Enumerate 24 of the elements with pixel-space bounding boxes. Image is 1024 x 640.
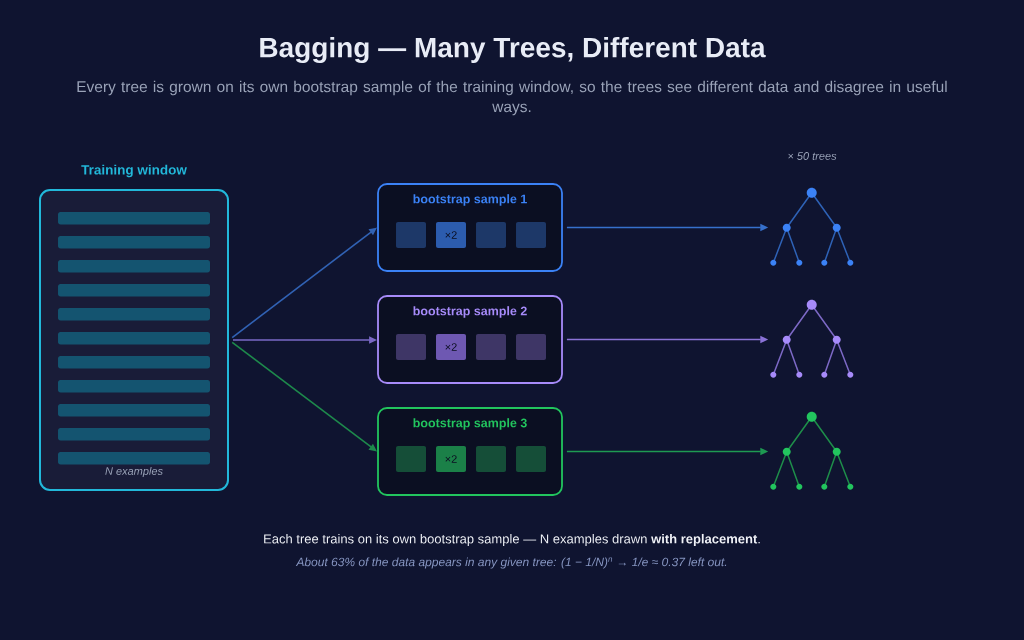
- sample-square: [476, 334, 506, 360]
- arrow: [231, 227, 377, 339]
- group-note: × 50 trees: [788, 152, 837, 160]
- tree-drawing: [770, 299, 854, 378]
- sample-square: [396, 334, 426, 360]
- box-caption: N examples: [105, 466, 163, 478]
- footnote: Each tree trains on its own bootstrap sample — N examples drawn with replacement.: [264, 533, 760, 547]
- tree-drawing: [770, 411, 854, 490]
- arrow: [231, 341, 377, 452]
- subtitle: Every tree is grown on its own bootstrap sample of the training window, so the trees see different data and disagree in useful ways.: [77, 80, 947, 116]
- tree-drawing: [770, 187, 854, 266]
- sample-square: [396, 222, 426, 248]
- sample-square: [476, 222, 506, 248]
- sample-square: ×2: [436, 334, 466, 360]
- title: Bagging — Many Trees, Different Data: [260, 36, 766, 64]
- box-heading: Training window: [81, 164, 187, 178]
- sample-square: [396, 446, 426, 472]
- sample-square: [516, 446, 546, 472]
- sample-square: ×2: [436, 446, 466, 472]
- formula-note: About 63% of the data appears in any given tree: (1 − 1/N)$^{n}$ → 1/e ≈ 0.37 left out.: [295, 557, 727, 569]
- sample-square: [516, 222, 546, 248]
- sample-square: ×2: [436, 222, 466, 248]
- sample-square: [476, 446, 506, 472]
- sample-square: [516, 334, 546, 360]
